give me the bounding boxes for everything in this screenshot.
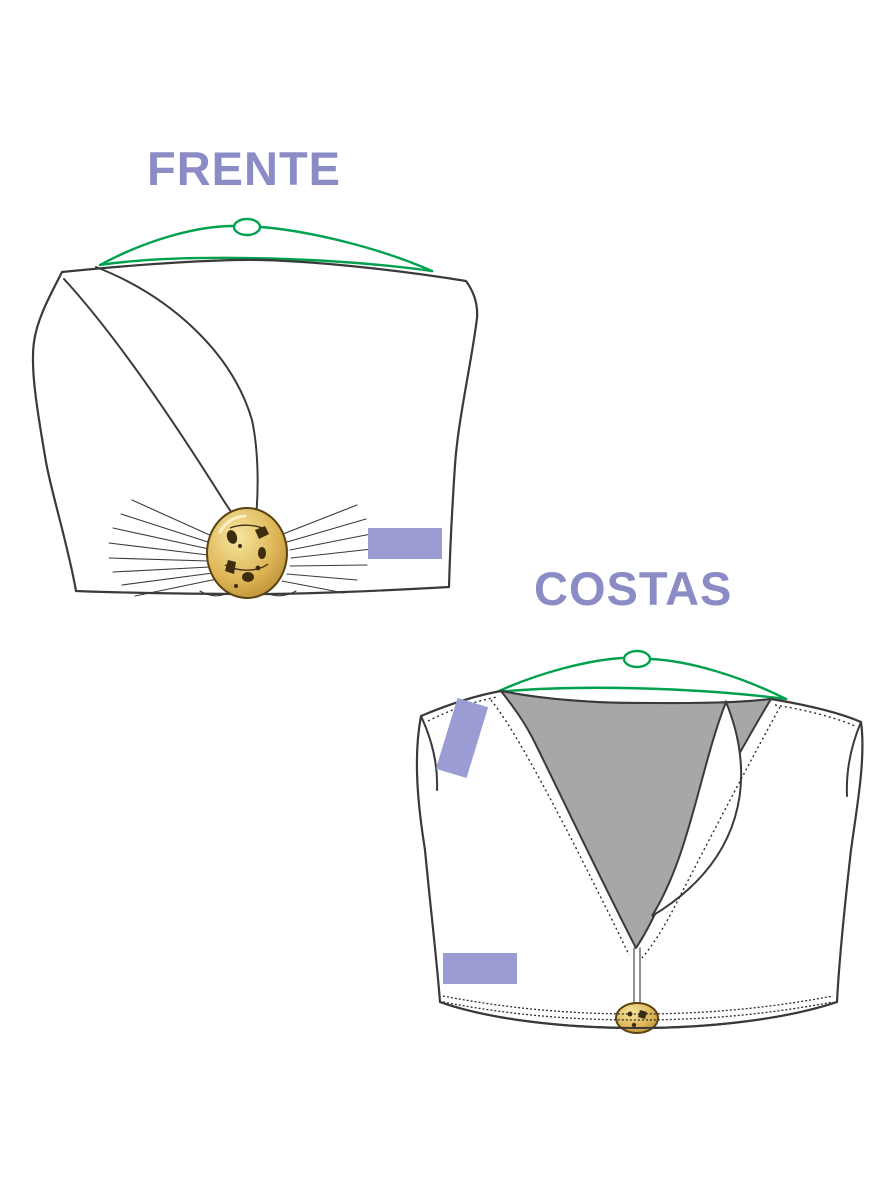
back-gold-buckle-icon — [615, 1002, 659, 1034]
back-hem-stitching — [442, 995, 834, 1021]
back-hanger-loop-icon — [495, 649, 788, 701]
back-view — [415, 649, 864, 1034]
front-gold-buckle-icon — [206, 507, 288, 599]
front-body — [31, 258, 479, 596]
front-hanger-loop-icon — [98, 217, 434, 273]
front-view-label: FRENTE — [147, 142, 341, 195]
front-fabric-swatch — [368, 528, 442, 559]
back-front-layer-through-opening — [651, 699, 743, 917]
front-view — [31, 217, 479, 599]
back-view-label: COSTAS — [534, 562, 733, 615]
back-hem-edge — [439, 1001, 838, 1030]
back-hem-fabric-swatch — [443, 953, 517, 984]
front-gather-lines — [108, 499, 373, 597]
back-shoulder-fabric-swatch — [435, 697, 489, 779]
back-armhole-lines — [420, 715, 862, 797]
